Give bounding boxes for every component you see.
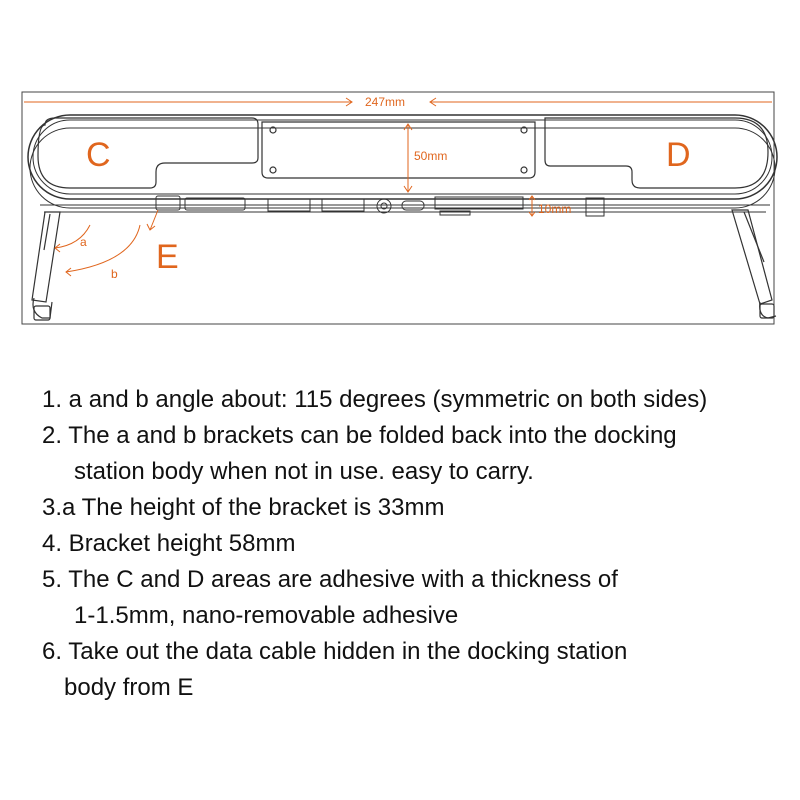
note-item: 2. The a and b brackets can be folded ba… [42, 418, 792, 490]
depth-dimension-label: 10mm [538, 202, 571, 216]
pad-d-outline [544, 117, 769, 189]
angle-a-label: a [80, 235, 87, 249]
pad-d-label: D [666, 136, 691, 174]
right-bracket [731, 209, 777, 319]
angle-b-label: b [111, 267, 118, 281]
width-dimension-label: 247mm [365, 95, 405, 109]
depth-dimension [528, 195, 536, 217]
docking-station-diagram: 247mm C D 50mm [21, 91, 778, 325]
note-line: 1. a and b angle about: 115 degrees (sym… [42, 386, 708, 413]
height-dimension [403, 123, 413, 193]
dock-body [27, 114, 778, 213]
note-item: 6. Take out the data cable hidden in the… [42, 634, 792, 706]
note-line: 2. The a and b brackets can be folded ba… [42, 422, 677, 449]
note-line: body from E [64, 674, 194, 701]
note-line: 4. Bracket height 58mm [42, 530, 296, 557]
height-dimension-label: 50mm [414, 149, 447, 163]
diagram-frame [21, 91, 775, 325]
note-item: 5. The C and D areas are adhesive with a… [42, 562, 792, 634]
pad-c-label: C [86, 136, 111, 174]
note-item: 3.a The height of the bracket is 33mm [42, 490, 792, 526]
left-bracket [31, 211, 61, 321]
note-line: 1-1.5mm, nano-removable adhesive [74, 602, 459, 629]
pad-c-outline [37, 117, 259, 189]
width-dimension [24, 97, 772, 107]
center-plate [261, 121, 536, 179]
note-item: 1. a and b angle about: 115 degrees (sym… [42, 382, 792, 418]
note-line: station body when not in use. easy to ca… [74, 458, 534, 485]
angle-arcs [54, 209, 159, 277]
note-line: 3.a The height of the bracket is 33mm [42, 494, 445, 521]
note-line: 5. The C and D areas are adhesive with a… [42, 566, 618, 593]
note-line: 6. Take out the data cable hidden in the… [42, 638, 628, 665]
ports-row [155, 195, 605, 217]
notes-list: 1. a and b angle about: 115 degrees (sym… [42, 382, 792, 706]
note-item: 4. Bracket height 58mm [42, 526, 792, 562]
cable-exit-e-label: E [156, 238, 179, 276]
